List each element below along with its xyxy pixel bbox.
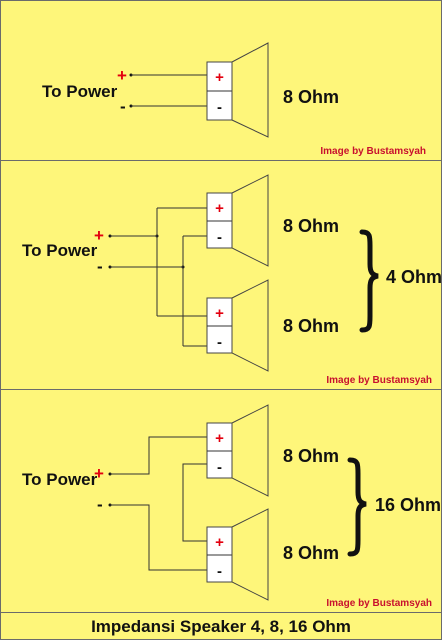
speaker-bottom: + - <box>206 279 269 372</box>
wire-series-link <box>182 463 207 542</box>
speaker-minus-sign: - <box>217 459 222 476</box>
speaker-impedance-label: 8 Ohm <box>283 446 339 466</box>
image-credit: Image by Bustamsyah <box>326 598 432 609</box>
speaker-minus-sign: - <box>217 229 222 246</box>
speaker-plus-sign: + <box>215 200 224 217</box>
section-parallel: To Power + - + - + - 8 Ohm 8 Ohm 4 Ohm I… <box>22 174 442 386</box>
speaker-bottom: + - <box>206 508 269 601</box>
section-series: To Power + - + - + - 8 Ohm 8 Ohm 16 Ohm … <box>22 404 441 609</box>
speaker-cone-icon <box>231 508 269 601</box>
total-impedance-label: 4 Ohm <box>386 267 442 287</box>
speaker: + - <box>206 42 269 138</box>
to-power-label: To Power <box>22 470 98 489</box>
wire-plus-bus <box>110 207 207 317</box>
power-minus-sign: - <box>120 97 126 116</box>
wire-plus <box>110 436 207 475</box>
speaker-plus-sign: + <box>215 305 224 322</box>
speaker-plus-sign: + <box>215 534 224 551</box>
speaker-plus-sign: + <box>215 69 224 86</box>
speaker-top: + - <box>206 404 269 497</box>
speaker-cone-icon <box>231 279 269 372</box>
speaker-minus-sign: - <box>217 563 222 580</box>
speaker-impedance-label: 8 Ohm <box>283 216 339 236</box>
footer-title: Impedansi Speaker 4, 8, 16 Ohm <box>91 617 351 636</box>
to-power-label: To Power <box>42 82 118 101</box>
wire-minus <box>110 504 207 571</box>
power-plus-sign: + <box>94 226 104 245</box>
image-credit: Image by Bustamsyah <box>326 375 432 386</box>
power-minus-sign: - <box>97 495 103 514</box>
grouping-brace-icon <box>359 229 379 333</box>
speaker-cone-icon <box>231 404 269 497</box>
power-plus-sign: + <box>117 66 127 85</box>
speaker-minus-sign: - <box>217 99 222 116</box>
image-credit: Image by Bustamsyah <box>320 146 426 157</box>
power-plus-sign: + <box>94 464 104 483</box>
total-impedance-label: 16 Ohm <box>375 495 441 515</box>
speaker-cone-icon <box>231 42 269 138</box>
speaker-top: + - <box>206 174 269 267</box>
speaker-impedance-label: 8 Ohm <box>283 316 339 336</box>
to-power-label: To Power <box>22 241 98 260</box>
speaker-impedance-label: 8 Ohm <box>283 543 339 563</box>
speaker-impedance-label: 8 Ohm <box>283 87 339 107</box>
wire-minus-bus <box>110 235 207 347</box>
speaker-minus-sign: - <box>217 334 222 351</box>
grouping-brace-icon <box>347 457 367 557</box>
speaker-cone-icon <box>231 174 269 267</box>
speaker-plus-sign: + <box>215 430 224 447</box>
power-minus-sign: - <box>97 257 103 276</box>
section-single-speaker: To Power + - + - 8 Ohm Image by Bustamsy… <box>42 42 426 157</box>
